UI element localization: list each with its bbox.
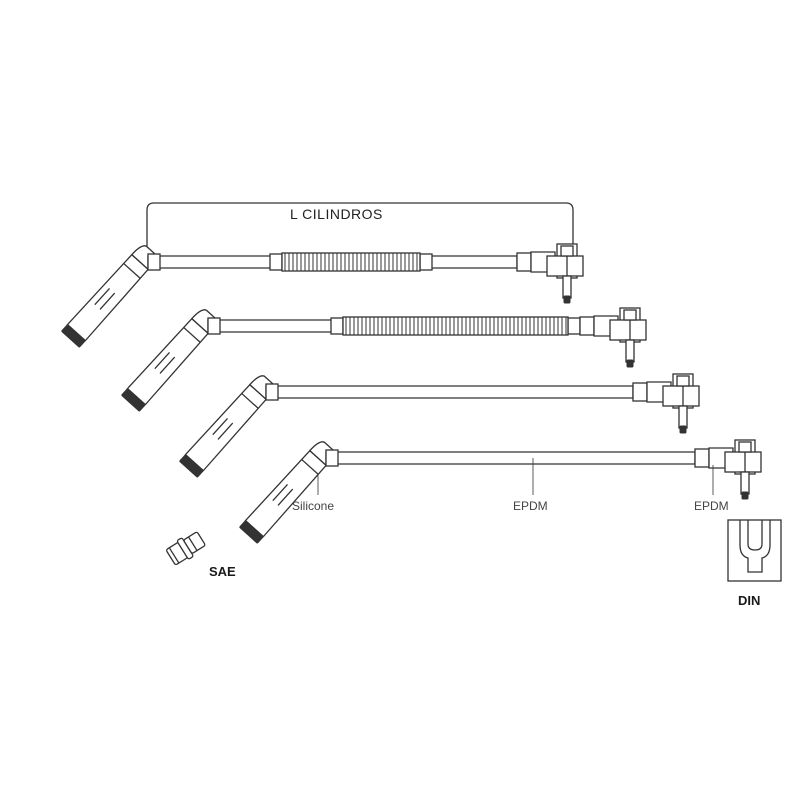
distributor-boot bbox=[694, 439, 762, 500]
spark-plug-boot bbox=[179, 375, 275, 478]
cable-2 bbox=[121, 307, 647, 412]
din-connector bbox=[727, 519, 782, 582]
distributor-boot bbox=[579, 307, 647, 368]
spark-plug-boot bbox=[239, 441, 335, 544]
epdm-boot-label: EPDM bbox=[694, 499, 729, 513]
distributor-boot bbox=[632, 373, 700, 434]
silicone-label: Silicone bbox=[292, 499, 334, 513]
corrugated-sleeve bbox=[342, 316, 569, 336]
cable-body bbox=[325, 451, 696, 465]
sae-label: SAE bbox=[209, 564, 236, 579]
cylinders-bracket bbox=[146, 202, 574, 260]
corrugated-sleeve bbox=[281, 252, 421, 272]
distributor-boot bbox=[516, 243, 584, 304]
spark-plug-boot bbox=[121, 309, 217, 412]
epdm-cable-label: EPDM bbox=[513, 499, 548, 513]
din-label: DIN bbox=[738, 593, 760, 608]
spark-plug-boot bbox=[61, 245, 157, 348]
cable-body bbox=[265, 385, 634, 399]
sae-connector bbox=[166, 531, 206, 566]
cable-3 bbox=[179, 373, 700, 478]
cylinders-label: L CILINDROS bbox=[290, 206, 383, 222]
cable-group bbox=[61, 243, 762, 544]
cable-1 bbox=[61, 243, 584, 348]
cable-4 bbox=[239, 439, 762, 544]
